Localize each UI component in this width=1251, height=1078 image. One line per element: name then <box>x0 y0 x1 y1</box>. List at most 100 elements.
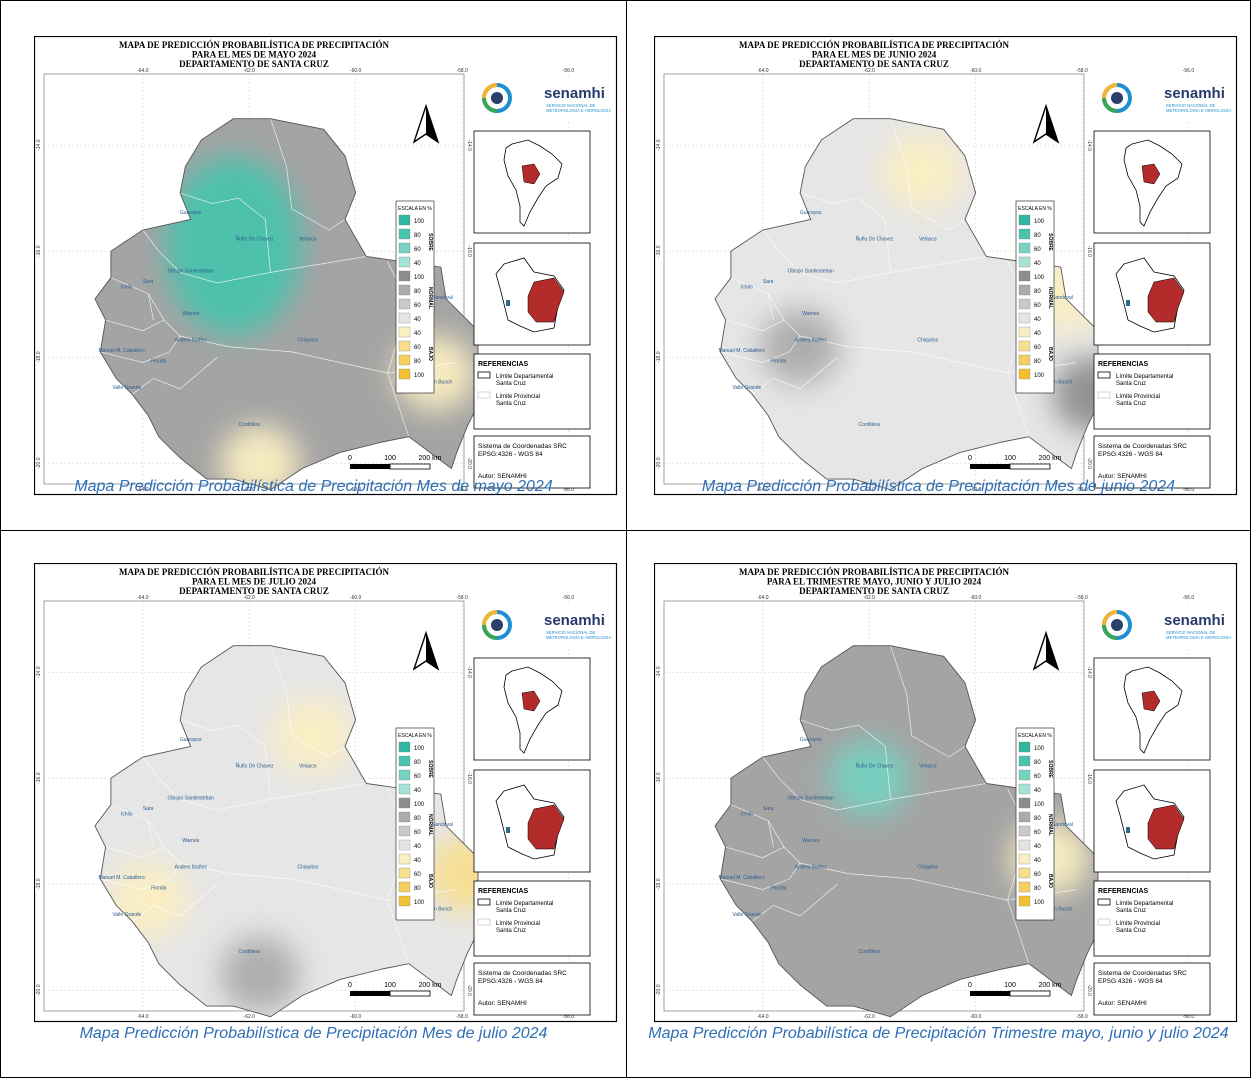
lat-tick-right: -20.0 <box>1086 457 1092 469</box>
legend-value: 100 <box>1034 275 1045 281</box>
legend-swatch <box>398 326 411 338</box>
legend-value: 80 <box>1034 233 1041 239</box>
lat-tick-right: -16.0 <box>466 245 472 257</box>
legend-value: 100 <box>414 802 425 808</box>
map-caption: Mapa Predicción Probabilística de Precip… <box>74 478 553 495</box>
map-title-line-0: MAPA DE PREDICCIÓN PROBABILÍSTICA DE PRE… <box>119 40 389 50</box>
lat-tick-right: -16.0 <box>1086 772 1092 784</box>
lon-tick-bottom: -62.0 <box>864 1014 876 1020</box>
provincial-boundary <box>142 229 367 284</box>
senamhi-logo-icon <box>1102 83 1132 113</box>
legend-value: 60 <box>414 247 421 253</box>
lon-tick-top: -62.0 <box>244 595 256 601</box>
legend-swatch <box>1018 354 1031 366</box>
bolivia-highlight <box>1141 163 1161 185</box>
lon-tick-top: -64.0 <box>137 595 149 601</box>
legend-swatch <box>1018 895 1031 907</box>
logo-subtitle-1: SERVICIO NACIONAL DE <box>1166 103 1216 108</box>
lon-tick-bottom: -64.0 <box>137 487 149 493</box>
province-label: Manuel M. Caballero <box>98 348 144 354</box>
province-label: Obispo Santiesteban <box>788 795 835 801</box>
province-label: Florida <box>771 886 787 892</box>
legend-group-label: SOBRE <box>427 233 433 251</box>
lon-tick-top: -58.0 <box>1076 68 1088 74</box>
lon-tick-bottom: -58.0 <box>1076 1014 1088 1020</box>
lake-icon <box>506 300 510 306</box>
legend-value: 80 <box>1034 816 1041 822</box>
lat-tick-left: -20.0 <box>656 984 662 996</box>
legend-swatch <box>1018 853 1031 865</box>
logo-name: senamhi <box>544 85 605 102</box>
legend-value: 60 <box>414 774 421 780</box>
ref-prov-swatch <box>477 918 491 926</box>
lat-tick-left: -14.0 <box>656 666 662 678</box>
province-label: Obispo Santiesteban <box>168 795 215 801</box>
lon-tick-bottom: -56.0 <box>563 487 575 493</box>
ref-prov-label: Límite Provincial <box>496 921 540 927</box>
bolivia-highlight <box>521 690 541 712</box>
logo-subtitle-1: SERVICIO NACIONAL DE <box>546 630 596 635</box>
santa-cruz-highlight <box>527 804 565 850</box>
department-base-fill <box>95 645 489 1017</box>
province-label: Manuel M. Caballero <box>718 875 764 881</box>
legend-value: 60 <box>1034 830 1041 836</box>
legend-swatch <box>398 270 411 282</box>
legend-group-label: NORMAL <box>1047 287 1053 309</box>
provincial-boundary <box>270 118 346 231</box>
province-label: Valle Grande <box>112 912 141 918</box>
province-label: Valle Grande <box>732 385 761 391</box>
prediction-map-0: MAPA DE PREDICCIÓN PROBABILÍSTICA DE PRE… <box>34 36 618 496</box>
provincial-boundary <box>147 293 154 321</box>
lon-tick-bottom: -64.0 <box>757 1014 769 1020</box>
province-label: Cordillera <box>859 949 881 955</box>
coord-epsg-line: EPSG:4326 - WGS 84 <box>1098 451 1163 458</box>
north-arrow-icon <box>412 630 440 671</box>
legend-value: 60 <box>1034 247 1041 253</box>
department-base-fill <box>715 645 1109 1017</box>
legend-value: 80 <box>414 289 421 295</box>
province-label: Sara <box>763 806 774 812</box>
province-label: Ñuflo De Chavez <box>236 763 274 770</box>
provincial-boundary <box>270 645 346 758</box>
legend-swatch <box>398 839 411 851</box>
province-label: Florida <box>771 359 787 365</box>
lon-tick-bottom: -62.0 <box>864 487 876 493</box>
legend-swatch <box>1018 825 1031 837</box>
legend-value: 40 <box>1034 317 1041 323</box>
legend-swatch <box>1018 214 1031 226</box>
author-label: Autor: SENAMHI <box>1098 473 1147 480</box>
province-label: Angel Sandoval <box>418 295 453 301</box>
legend-swatch <box>398 214 411 226</box>
prediction-map-2: MAPA DE PREDICCIÓN PROBABILÍSTICA DE PRE… <box>34 563 618 1023</box>
legend-swatch <box>1018 256 1031 268</box>
province-label: Ñuflo De Chavez <box>236 236 274 243</box>
provincial-boundary <box>142 756 367 811</box>
provincial-boundary <box>131 356 218 395</box>
legend-swatch <box>1018 839 1031 851</box>
lat-tick-right: -14.0 <box>466 666 472 678</box>
lat-tick-right: -16.0 <box>1086 245 1092 257</box>
lat-tick-left: -16.0 <box>656 245 662 257</box>
logo-subtitle-2: METEOROLOGÍA E HIDROLOGÍA <box>546 108 611 113</box>
map-title-line-1: PARA EL MES DE JUNIO 2024 <box>812 50 937 60</box>
lon-tick-top: -60.0 <box>350 68 362 74</box>
references-title: REFERENCIAS <box>478 361 529 368</box>
lon-tick-top: -56.0 <box>1183 595 1195 601</box>
provincial-boundary <box>730 277 1077 374</box>
legend-group-label: SOBRE <box>427 760 433 778</box>
ref-prov-swatch <box>1097 918 1111 926</box>
south-america-inset <box>1093 657 1211 761</box>
ref-dept-swatch <box>477 898 491 906</box>
map-title-line-2: DEPARTAMENTO DE SANTA CRUZ <box>799 586 949 596</box>
legend-value: 80 <box>414 359 421 365</box>
map-title-line-1: PARA EL TRIMESTRE MAYO, JUNIO Y JULIO 20… <box>767 577 982 587</box>
legend-value: 80 <box>414 886 421 892</box>
lon-tick-bottom: -58.0 <box>1076 487 1088 493</box>
legend-value: 40 <box>414 858 421 864</box>
legend-swatch <box>398 228 411 240</box>
lat-tick-left: -18.0 <box>656 878 662 890</box>
legend-swatch <box>398 853 411 865</box>
south-america-inset <box>473 130 591 234</box>
